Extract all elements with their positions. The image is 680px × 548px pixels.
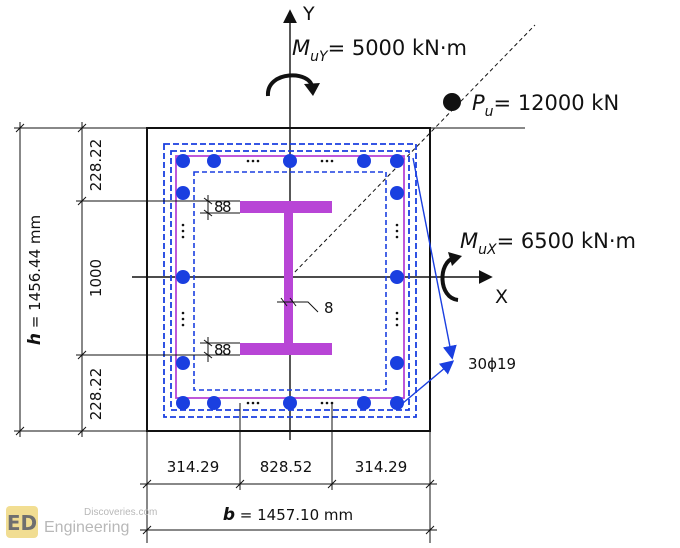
watermark-line2: Engineering xyxy=(44,519,129,536)
muy-symbol: M xyxy=(292,36,310,60)
pu-label: Pu= 12000 kN xyxy=(472,91,619,120)
rebar-bar xyxy=(283,396,297,410)
muy-moment-arrow-icon xyxy=(265,73,314,97)
x-axis-label: X xyxy=(495,286,508,308)
flange-thickness-bottom-label-b: 8 xyxy=(222,341,232,359)
flange-thickness-bottom-label: 8 xyxy=(214,341,224,359)
rebar-bar xyxy=(207,396,221,410)
dim-h-value: = 1456.44 mm xyxy=(26,215,44,333)
stirrup-outer xyxy=(163,143,417,418)
rebar-bar xyxy=(390,186,404,200)
watermark-logo: ED xyxy=(6,506,38,538)
bottom-dimension-lines xyxy=(140,403,437,543)
rebar-leader-2 xyxy=(402,360,455,404)
dim-b-total: b = 1457.10 mm xyxy=(223,505,353,525)
dim-b-left: 314.29 xyxy=(167,458,220,476)
rebar-ellipsis xyxy=(181,159,399,405)
mux-moment-arrow-icon xyxy=(440,256,459,302)
rebar-bar xyxy=(176,396,190,410)
dim-h-symbol: h xyxy=(25,333,45,345)
mux-arrowhead-icon xyxy=(448,252,462,266)
dim-h-mid: 1000 xyxy=(87,259,105,297)
rebar-bar xyxy=(176,356,190,370)
dim-h-total: h = 1456.44 mm xyxy=(25,215,45,345)
dim-h-top: 228.22 xyxy=(87,139,105,192)
mux-subscript: uX xyxy=(478,242,497,258)
bottom-flange xyxy=(240,343,332,355)
web-thickness-label: 8 xyxy=(324,299,334,317)
rebar-bar xyxy=(176,154,190,168)
watermark-letters: ED xyxy=(7,511,37,535)
dim-h-bot: 228.22 xyxy=(87,368,105,421)
flange-thickness-top-label: 8 xyxy=(214,198,224,216)
top-flange xyxy=(240,201,332,213)
muy-value: = 5000 kN·m xyxy=(328,36,467,60)
rebar-bar xyxy=(390,356,404,370)
pu-subscript: u xyxy=(485,104,494,120)
column-outline xyxy=(146,127,431,432)
pu-symbol: P xyxy=(472,91,485,115)
dim-b-mid: 828.52 xyxy=(260,458,313,476)
steel-i-section xyxy=(240,201,332,355)
muy-subscript: uY xyxy=(310,49,329,65)
dim-b-right: 314.29 xyxy=(355,458,408,476)
flange-thickness-top-label-b: 8 xyxy=(222,198,232,216)
rebar-bar xyxy=(357,396,371,410)
mux-symbol: M xyxy=(460,229,478,253)
mux-value: = 6500 kN·m xyxy=(497,229,636,253)
rebar-bar xyxy=(390,154,404,168)
dim-b-value: = 1457.10 mm xyxy=(235,506,353,524)
load-eccentricity-line xyxy=(289,24,536,278)
y-axis-label: Y xyxy=(302,3,315,25)
muy-label: MuY= 5000 kN·m xyxy=(292,36,467,65)
pu-value: = 12000 kN xyxy=(494,91,620,115)
pu-load-dot-icon xyxy=(443,93,461,111)
dim-b-symbol: b xyxy=(223,505,235,525)
rebar-group xyxy=(176,154,404,410)
tie-top xyxy=(193,171,387,391)
rebar-bar xyxy=(283,154,297,168)
rebar-bar xyxy=(176,270,190,284)
left-dimension-lines xyxy=(14,122,240,437)
mux-label: MuX= 6500 kN·m xyxy=(460,229,636,258)
rebar-label: 30ϕ19 xyxy=(468,355,516,373)
rebar-bar xyxy=(390,396,404,410)
muy-arrowhead-icon xyxy=(304,83,320,96)
rebar-bar xyxy=(176,186,190,200)
rebar-bar xyxy=(357,154,371,168)
rebar-bar xyxy=(207,154,221,168)
web xyxy=(284,213,293,343)
rebar-leader-1 xyxy=(412,157,457,360)
watermark-line1: Discoveries.com xyxy=(84,507,157,518)
rebar-bar xyxy=(390,270,404,284)
web-thickness xyxy=(277,297,319,313)
